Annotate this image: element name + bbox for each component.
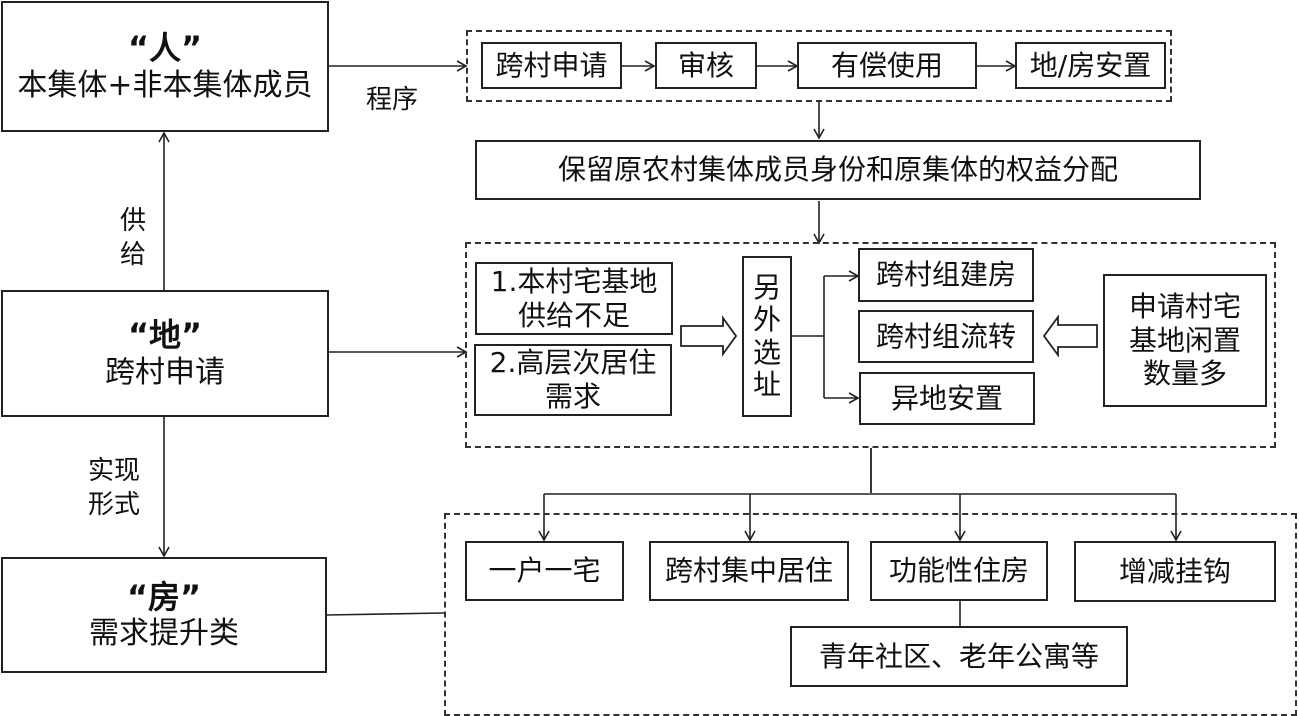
cause-1: 1.本村宅基地 供给不足 [475,262,673,335]
procedure-step-2: 审核 [655,42,757,89]
procedure-step-1: 跨村申请 [481,42,622,89]
ren-box: “人” 本集体+非本集体成员 [1,1,329,132]
housing-form-3: 功能性住房 [870,541,1048,601]
retain-rights-box: 保留原农村集体成员身份和原集体的权益分配 [475,140,1201,200]
hollow-arrow-causes-to-site [680,315,738,357]
cause-2: 2.高层次居住 需求 [474,344,672,416]
procedure-step-3: 有偿使用 [797,42,977,89]
option-cross-village-build: 跨村组建房 [858,248,1034,302]
functional-examples-box: 青年社区、老年公寓等 [790,626,1128,687]
label-procedure: 程序 [366,85,419,115]
ren-title: “人” [127,29,203,68]
relocate-site-box: 另 外 选 址 [742,256,792,417]
di-box: “地” 跨村申请 [1,290,329,417]
housing-form-2: 跨村集中居住 [649,541,849,601]
option-relocation: 异地安置 [859,372,1035,425]
line-fang-to-housing [325,612,445,616]
ren-subtitle: 本集体+非本集体成员 [17,67,313,103]
option-cross-village-transfer: 跨村组流转 [858,310,1034,363]
fang-subtitle: 需求提升类 [89,616,239,652]
housing-form-4: 增减挂钩 [1074,541,1276,602]
procedure-step-4: 地/房安置 [1015,42,1166,89]
hollow-arrow-idle-to-option2 [1042,314,1098,358]
procedure-group [466,30,1172,102]
label-supply: 供 给 [120,206,147,270]
di-subtitle: 跨村申请 [105,354,225,390]
housing-group [444,513,1297,716]
fang-title: “房” [126,577,202,616]
idle-reason-box: 申请村宅 基地闲置 数量多 [1103,274,1267,407]
land-group [465,242,1276,448]
housing-form-1: 一户一宅 [465,541,624,601]
fang-box: “房” 需求提升类 [1,557,327,673]
label-implementation-form: 实现 形式 [88,456,141,520]
di-title: “地” [127,316,203,355]
